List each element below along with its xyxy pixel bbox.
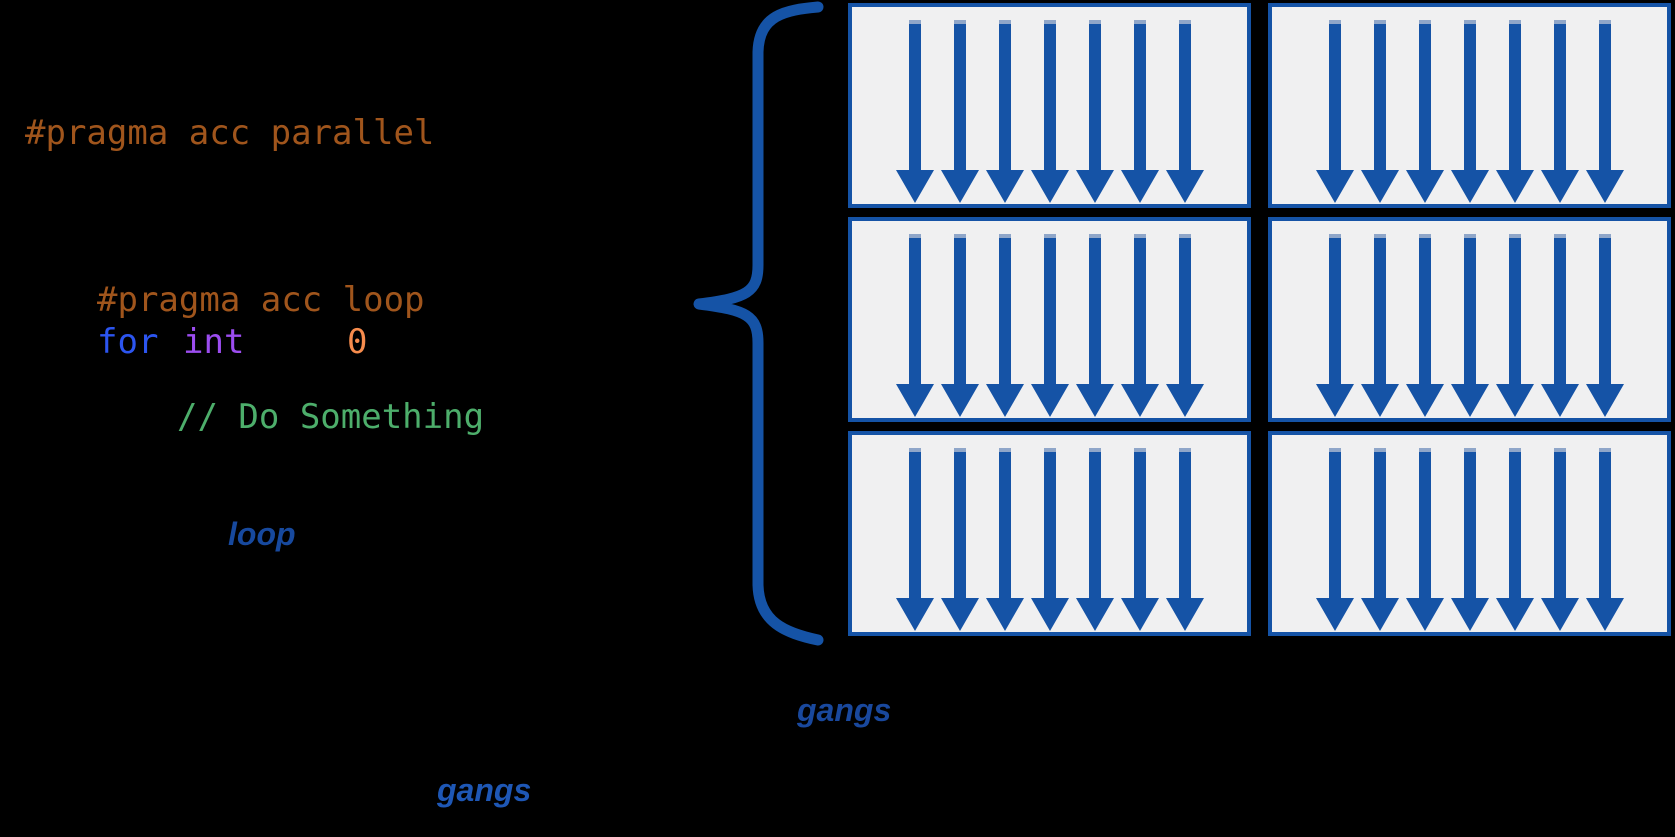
worker-arrow-icon <box>1315 234 1354 417</box>
worker-arrow-icon <box>940 20 979 203</box>
gang-grid <box>848 3 1671 636</box>
gang-box <box>848 217 1251 422</box>
worker-arrow-icon <box>940 234 979 417</box>
worker-arrow-icon <box>1450 20 1489 203</box>
worker-arrow-icon <box>1540 448 1579 631</box>
worker-arrow-icon <box>1540 234 1579 417</box>
worker-arrow-icon <box>1120 448 1159 631</box>
loop-label: loop <box>228 516 296 552</box>
gang-box <box>1268 431 1671 636</box>
worker-arrow-icon <box>1405 448 1444 631</box>
code-token-for-keyword: for <box>97 322 159 362</box>
code-token-zero-literal: 0 <box>347 322 368 362</box>
worker-arrow-icon <box>1030 234 1069 417</box>
worker-arrow-icon <box>895 20 934 203</box>
worker-arrow-icon <box>895 234 934 417</box>
worker-arrow-icon <box>1165 20 1204 203</box>
worker-arrow-icon <box>1450 448 1489 631</box>
worker-arrow-icon <box>985 448 1024 631</box>
gang-box <box>848 431 1251 636</box>
worker-arrow-icon <box>1075 20 1114 203</box>
worker-arrow-icon <box>1495 448 1534 631</box>
worker-arrow-icon <box>1450 234 1489 417</box>
worker-arrow-icon <box>1030 20 1069 203</box>
worker-arrow-icon <box>1165 448 1204 631</box>
worker-arrow-icon <box>1315 448 1354 631</box>
worker-arrow-icon <box>1360 20 1399 203</box>
worker-arrow-icon <box>1585 234 1624 417</box>
worker-arrow-icon <box>985 20 1024 203</box>
worker-arrow-icon <box>1585 20 1624 203</box>
worker-arrow-icon <box>1405 234 1444 417</box>
worker-arrow-icon <box>1495 20 1534 203</box>
worker-arrow-icon <box>1075 234 1114 417</box>
gang-box <box>1268 3 1671 208</box>
code-line-pragma-parallel: #pragma acc parallel <box>25 113 435 153</box>
worker-arrow-icon <box>1030 448 1069 631</box>
gang-box <box>848 3 1251 208</box>
code-token-int-keyword: int <box>183 322 245 362</box>
gangs-label-middle: gangs <box>797 692 892 728</box>
worker-arrow-icon <box>1360 234 1399 417</box>
worker-arrow-icon <box>1360 448 1399 631</box>
worker-arrow-icon <box>895 448 934 631</box>
worker-arrow-icon <box>985 234 1024 417</box>
worker-arrow-icon <box>1540 20 1579 203</box>
worker-arrow-icon <box>1075 448 1114 631</box>
worker-arrow-icon <box>1585 448 1624 631</box>
worker-arrow-icon <box>1120 20 1159 203</box>
worker-arrow-icon <box>1405 20 1444 203</box>
curly-brace-icon <box>693 1 824 646</box>
gang-box <box>1268 217 1671 422</box>
gangs-label-bottom: gangs <box>437 772 532 808</box>
worker-arrow-icon <box>1165 234 1204 417</box>
worker-arrow-icon <box>940 448 979 631</box>
worker-arrow-icon <box>1315 20 1354 203</box>
code-line-comment: // Do Something <box>177 397 485 437</box>
worker-arrow-icon <box>1495 234 1534 417</box>
worker-arrow-icon <box>1120 234 1159 417</box>
code-line-pragma-loop: #pragma acc loop <box>97 280 425 320</box>
